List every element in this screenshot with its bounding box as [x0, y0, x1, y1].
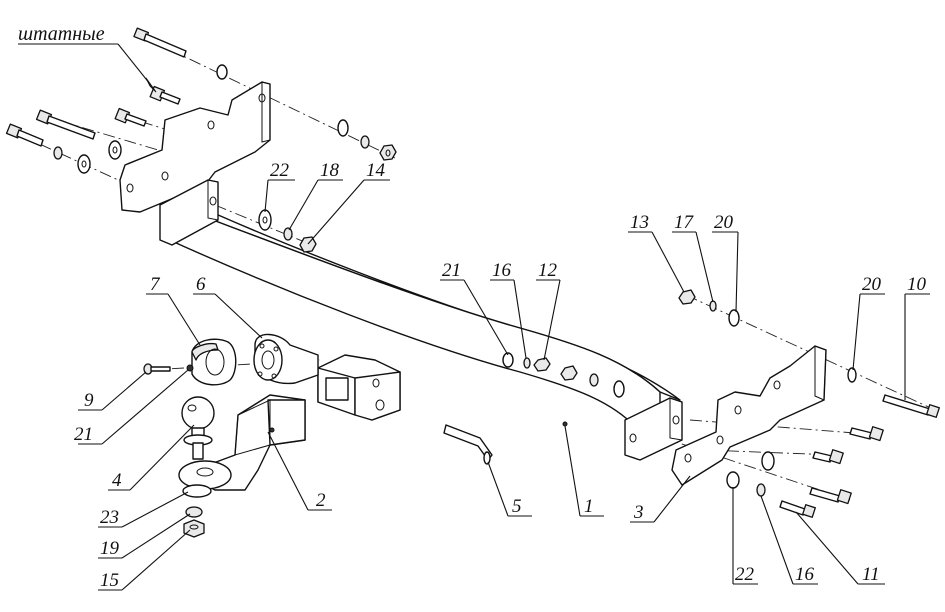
- right-bracket-plate: [671, 345, 827, 486]
- callout-22-right: 22: [735, 564, 755, 585]
- beam-left-fasteners: [258, 209, 317, 253]
- callout-9: 9: [84, 390, 94, 411]
- note-standard-label: штатные: [18, 23, 105, 45]
- callout-4: 4: [112, 470, 122, 491]
- callout-5: 5: [512, 496, 522, 517]
- bolt-right-mid: [812, 449, 844, 465]
- callout-13: 13: [630, 212, 649, 233]
- assembly-axes: [19, 39, 936, 501]
- callout-20-right: 20: [862, 274, 882, 295]
- callout-17: 17: [674, 212, 695, 233]
- callout-18: 18: [320, 160, 340, 181]
- lockwasher-17: [709, 300, 717, 312]
- callout-16-right: 16: [795, 564, 815, 585]
- main-cross-beam: [159, 179, 683, 461]
- washer-23: [182, 484, 212, 498]
- washer-left-2: [77, 154, 91, 174]
- beam-reference-point: [562, 421, 568, 427]
- callout-10: 10: [907, 274, 927, 295]
- bolt-standard: [149, 85, 181, 105]
- callout-20-upper: 20: [714, 212, 734, 233]
- callout-21-left: 21: [74, 424, 93, 445]
- lock-pin: [443, 424, 493, 465]
- bolt-10: [882, 394, 940, 418]
- lockwasher-top: [360, 135, 370, 149]
- socket-holder: [253, 333, 319, 385]
- callout-6: 6: [196, 274, 206, 295]
- callout-14: 14: [366, 160, 386, 181]
- callout-1: 1: [584, 496, 594, 517]
- bolt-mid-small: [114, 107, 147, 127]
- lockwasher-left: [53, 146, 63, 160]
- beam-center-fasteners: [502, 352, 625, 398]
- left-bracket-group: [5, 27, 397, 213]
- callout-11: 11: [862, 564, 880, 585]
- washer-20-upper: [728, 309, 740, 327]
- washer-right-mid: [761, 451, 775, 471]
- washer-left-2-hole: [81, 160, 87, 168]
- nut-15: [183, 519, 205, 538]
- right-bracket-group: [671, 289, 940, 518]
- washer-top-2: [337, 119, 349, 137]
- callout-23: 23: [100, 507, 119, 528]
- callout-16-center: 16: [492, 260, 512, 281]
- washer-16-right: [756, 483, 766, 497]
- bolt-top-long: [133, 27, 187, 58]
- callout-2: 2: [316, 490, 326, 511]
- callout-3: 3: [633, 502, 644, 523]
- bolt-left-upper: [35, 109, 96, 140]
- callout-labels: штатные 22 18 14 21 16 12 13 17 20 20 10…: [18, 23, 927, 591]
- callout-15: 15: [100, 570, 119, 591]
- leader-lines: [18, 43, 930, 591]
- callout-19: 19: [100, 538, 120, 559]
- washer-22-left: [258, 209, 272, 231]
- washer-20-right: [847, 367, 857, 383]
- callout-22-left: 22: [270, 160, 290, 181]
- washer-left-1-hole: [112, 146, 118, 154]
- bolt-right-upper: [849, 426, 884, 442]
- callout-21-center: 21: [442, 260, 461, 281]
- tow-ball: [181, 396, 215, 460]
- nut-top-right: [379, 144, 397, 161]
- electrical-socket: [186, 338, 237, 386]
- callout-12: 12: [538, 260, 558, 281]
- washer-top-1: [216, 64, 228, 80]
- nut-13: [678, 289, 696, 305]
- nut-14: [299, 236, 317, 253]
- lockwasher-18: [283, 227, 293, 241]
- callout-7: 7: [150, 274, 161, 295]
- bolt-right-lower: [809, 487, 852, 505]
- bolt-11: [779, 500, 816, 518]
- ball-mount: [178, 394, 306, 491]
- bolt-left-lower: [5, 123, 44, 147]
- screw-9: [143, 363, 171, 375]
- receiver-socket: [317, 354, 401, 421]
- washer-left-1: [108, 140, 122, 160]
- washer-22-right: [726, 471, 740, 489]
